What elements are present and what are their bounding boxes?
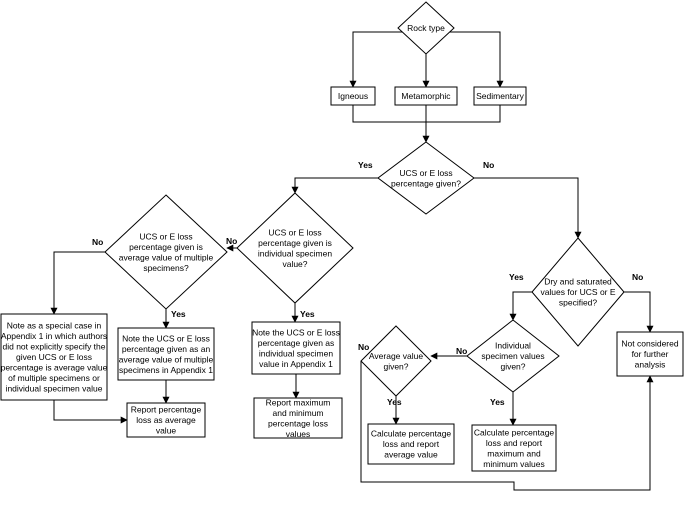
edge-dry-yes (509, 291, 532, 321)
metamorphic-box (394, 86, 458, 106)
calc-maxmin-box (471, 424, 557, 472)
label-yes-ucs: Yes (358, 160, 373, 170)
edge-dry-no (624, 291, 654, 333)
igneous-box (330, 86, 376, 106)
note-average-box (117, 327, 215, 381)
connectors (50, 31, 654, 491)
report-average-box (126, 402, 206, 438)
sedimentary-box (473, 86, 527, 106)
special-case-box (0, 313, 108, 401)
ucs-given-diamond (377, 141, 475, 215)
label-no-individual: No (226, 236, 237, 246)
label-yes-dry: Yes (509, 272, 524, 282)
label-no-ucs: No (483, 160, 494, 170)
label-no-average: No (92, 237, 103, 247)
average-value-diamond (104, 194, 228, 310)
individual-given-diamond (466, 319, 560, 393)
average-given-diamond (360, 325, 432, 397)
edge-ucs-no (474, 177, 582, 239)
label-yes-individual-given: Yes (490, 397, 505, 407)
edge-average-no (50, 251, 105, 315)
label-no-dry: No (632, 272, 643, 282)
report-maxmin-box (253, 397, 343, 439)
label-no-individual-given: No (456, 346, 467, 356)
label-yes-individual: Yes (300, 309, 315, 319)
metamorphic-label: Metamorphic (401, 91, 451, 101)
edge-average-given-no (360, 361, 654, 491)
not-considered-box (616, 331, 684, 377)
edge-rock-to-sedimentary (426, 31, 504, 88)
rock-type-diamond (397, 1, 455, 55)
dry-saturated-diamond (531, 237, 625, 347)
note-individual-box (251, 321, 341, 375)
label-yes-average: Yes (171, 309, 186, 319)
nodes (0, 1, 684, 472)
edge-special-to-report (53, 400, 128, 424)
calc-average-box (367, 423, 455, 465)
label-yes-average-given: Yes (387, 397, 402, 407)
sedimentary-label: Sedimentary (476, 91, 524, 101)
individual-value-diamond (236, 192, 354, 304)
label-no-average-given: No (358, 342, 369, 352)
edge-ucs-yes (291, 177, 378, 194)
igneous-label: Igneous (338, 91, 368, 101)
rock-type-label: Rock type (407, 23, 445, 33)
